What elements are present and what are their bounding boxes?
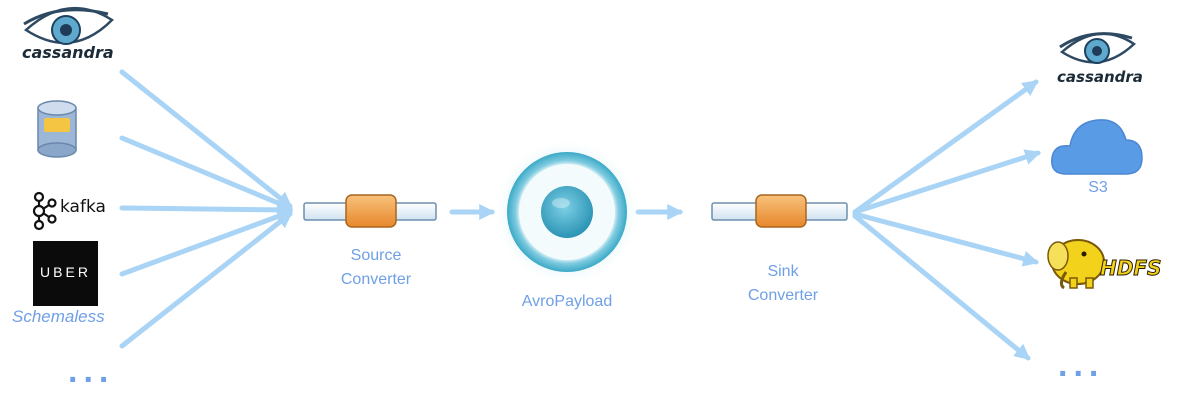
arrow-sink-to-s3 bbox=[852, 149, 1042, 215]
sink-converter-icon bbox=[711, 194, 848, 228]
sinks-more-ellipsis: ... bbox=[1058, 346, 1105, 384]
source-converter-label-line2: Converter bbox=[340, 271, 412, 288]
cassandra-eye-sink-icon bbox=[1059, 32, 1137, 64]
sink-converter-label-line1: Sink bbox=[767, 263, 799, 280]
source-converter-icon bbox=[303, 194, 437, 228]
arrow-mysql-to-source bbox=[119, 135, 293, 211]
cassandra-eye-icon bbox=[23, 6, 114, 45]
cassandra-sink-label: cassandra bbox=[1057, 68, 1143, 86]
uber-logo: UBER bbox=[33, 241, 98, 306]
arrow-more-to-source bbox=[119, 211, 293, 349]
source-converter-label-line1: Source bbox=[350, 247, 402, 264]
source-arrows bbox=[119, 69, 294, 349]
cassandra-source-label: cassandra bbox=[22, 43, 114, 62]
schemaless-label: Schemaless bbox=[12, 307, 105, 326]
mysql-database-icon bbox=[37, 100, 77, 158]
sink-converter-label-line2: Converter bbox=[747, 287, 819, 304]
arrow-cassandra-to-source bbox=[119, 69, 293, 209]
kafka-logo-icon bbox=[32, 191, 57, 231]
source-converter-label: Source Converter bbox=[326, 244, 426, 292]
arrow-sink-to-more bbox=[852, 213, 1031, 361]
arrow-sink-to-cassandra bbox=[852, 79, 1039, 215]
arrow-kafka-to-source bbox=[119, 201, 294, 218]
arrow-uber-to-source bbox=[119, 208, 294, 277]
hdfs-elephant-icon bbox=[1047, 239, 1105, 290]
avro-payload-label: AvroPayload bbox=[521, 293, 613, 310]
sink-arrows bbox=[852, 79, 1042, 361]
avro-payload-icon bbox=[493, 138, 641, 286]
kafka-source-label: kafka bbox=[60, 197, 106, 217]
hdfs-label: HDFS bbox=[1099, 256, 1162, 281]
sink-converter-label: Sink Converter bbox=[733, 260, 833, 308]
s3-label: S3 bbox=[1088, 179, 1108, 196]
s3-cloud-icon bbox=[1051, 119, 1143, 175]
arrow-sink-to-hdfs bbox=[852, 211, 1040, 267]
sources-more-ellipsis: ... bbox=[68, 352, 115, 390]
uber-logo-text: UBER bbox=[40, 264, 91, 280]
